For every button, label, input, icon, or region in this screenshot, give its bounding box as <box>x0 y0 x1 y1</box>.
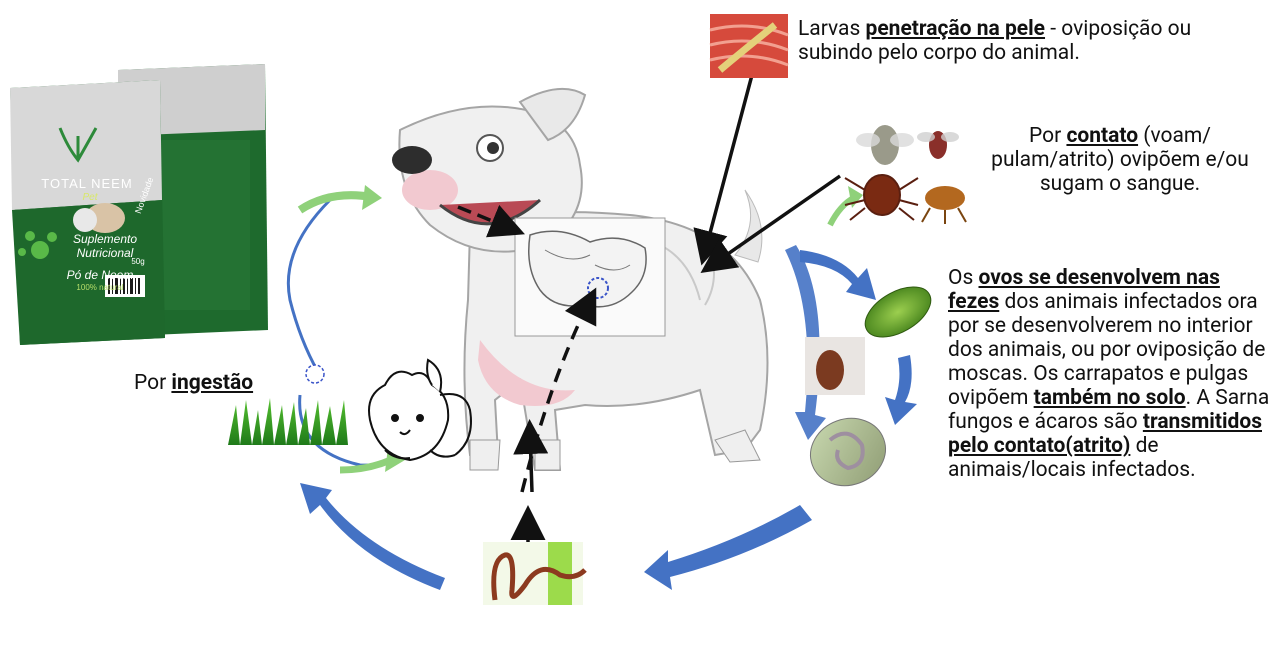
fly-on-feces-image <box>805 337 865 395</box>
flea-image <box>922 186 966 224</box>
product-weight: 50g <box>128 257 148 266</box>
ingestion-label: Por ingestão <box>134 371 334 395</box>
product-title: Suplemento Nutricional <box>55 232 155 260</box>
larva-skin-image <box>710 14 788 78</box>
digestive-system-inset <box>515 218 665 336</box>
worm-on-grass-image <box>483 542 585 605</box>
product-natural: 100% natural <box>60 283 140 292</box>
grass-image <box>228 398 348 445</box>
blowfly-image <box>917 131 959 159</box>
larvae-skin-penetration-label: Larvas penetração na pele - oviposição o… <box>798 17 1268 65</box>
fly-image <box>856 125 914 165</box>
eggs-development-paragraph: Os ovos se desenvolvem nas fezes dos ani… <box>948 266 1270 482</box>
product-line: Pet <box>60 192 120 203</box>
contact-transmission-label: Por contato (voam/ pulam/atrito) ovipõem… <box>970 124 1270 196</box>
product-brand: TOTAL NEEM <box>12 176 162 191</box>
product-subtitle: Pó de Neem <box>55 268 145 282</box>
